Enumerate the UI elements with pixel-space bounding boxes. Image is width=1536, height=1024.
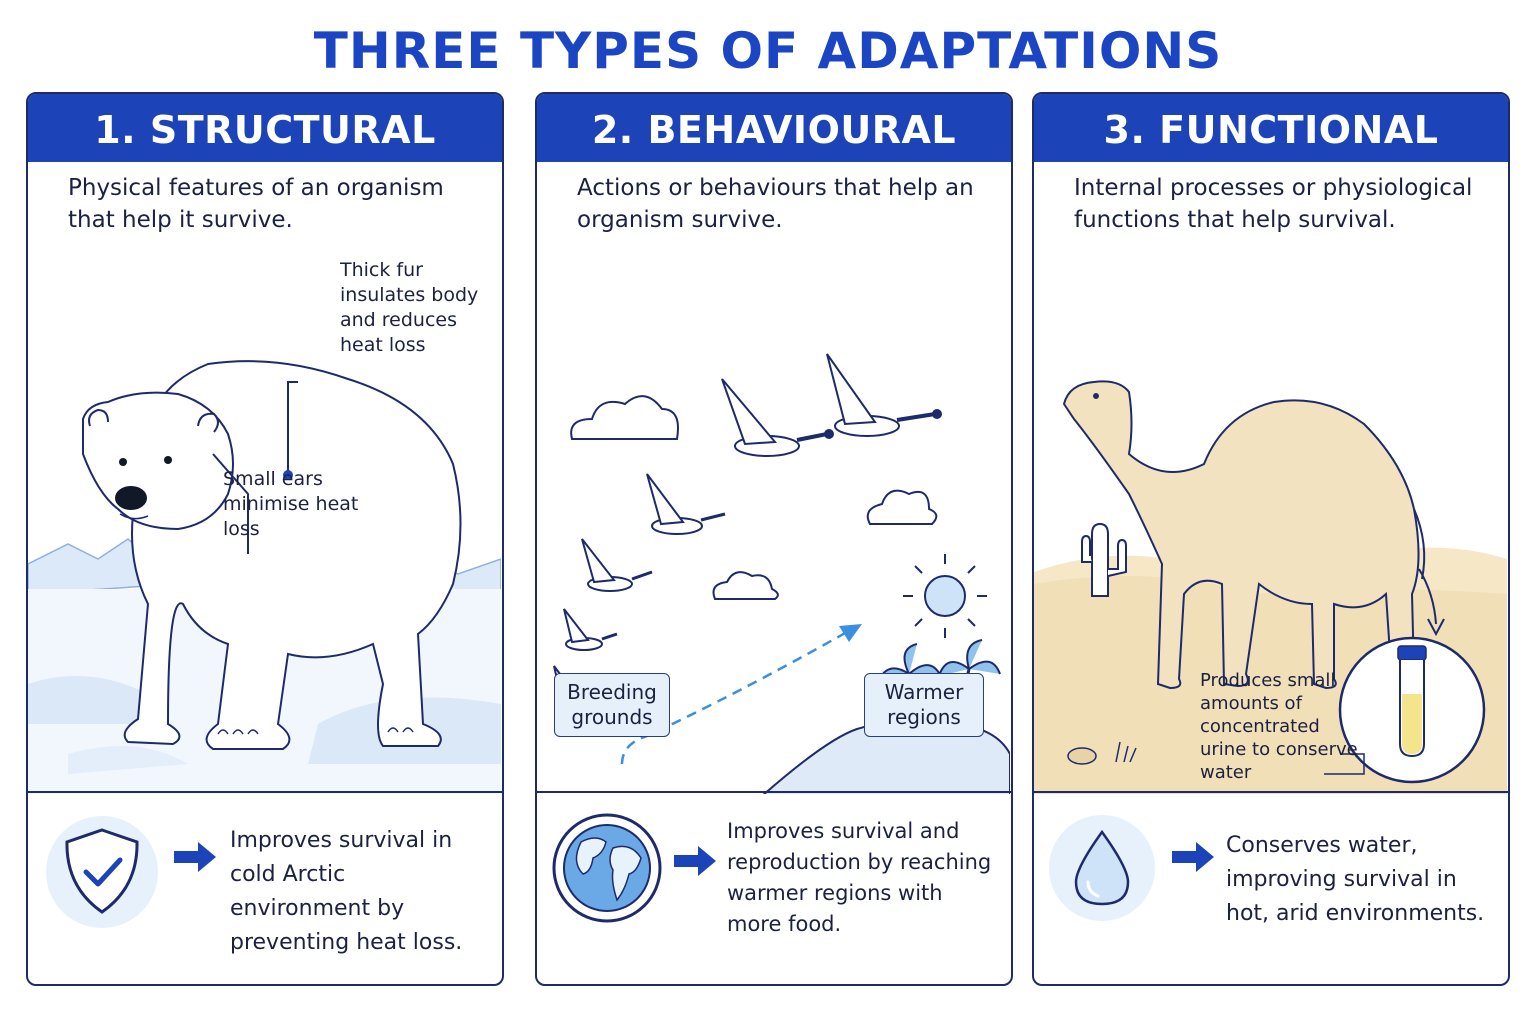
annotation-concentrated-urine: Produces small amounts of concentrated u… (1200, 670, 1358, 783)
panel-divider (537, 791, 1011, 793)
shield-check-icon (46, 816, 158, 928)
annotation-small-ears: Small ears minimise heat loss (223, 468, 359, 540)
panel-description: Actions or behaviours that help an organ… (577, 175, 974, 233)
label-breeding-grounds: Breeding grounds (554, 673, 670, 737)
page-title: THREE TYPES OF ADAPTATIONS (313, 22, 1223, 80)
panel-functional: 3. FUNCTIONAL Internal processes or phys… (1032, 92, 1510, 986)
outcome-text: Conserves water, improving survival in h… (1226, 833, 1485, 926)
camel-desert-illustration (1034, 380, 1507, 794)
panel-heading: 3. FUNCTIONAL (1034, 94, 1508, 162)
outcome-text: Improves survival and reproduction by re… (727, 819, 992, 936)
panel-description: Internal processes or physiological func… (1074, 175, 1473, 233)
water-drop-icon (1049, 815, 1155, 921)
panel-structural: 1. STRUCTURAL Thick fur insulates body a… (26, 92, 504, 986)
panel-description: Physical features of an organism that he… (68, 175, 444, 233)
panel-behavioural: 2. BEHAVIOURAL Actions or behaviours tha… (535, 92, 1013, 986)
panel-divider (1034, 791, 1508, 793)
arrow-right-icon (1172, 842, 1214, 872)
label-warmer-regions: Warmer regions (864, 673, 984, 737)
polar-bear-illustration (28, 360, 501, 794)
outcome-text: Improves survival in cold Arctic environ… (230, 828, 463, 955)
globe-icon (552, 813, 662, 923)
panel-divider (28, 791, 502, 793)
annotation-thick-fur: Thick fur insulates body and reduces hea… (340, 259, 479, 356)
panel-heading: 1. STRUCTURAL (28, 94, 502, 162)
arrow-right-icon (674, 846, 716, 876)
arrow-right-icon (174, 842, 216, 872)
panel-heading: 2. BEHAVIOURAL (537, 94, 1011, 162)
